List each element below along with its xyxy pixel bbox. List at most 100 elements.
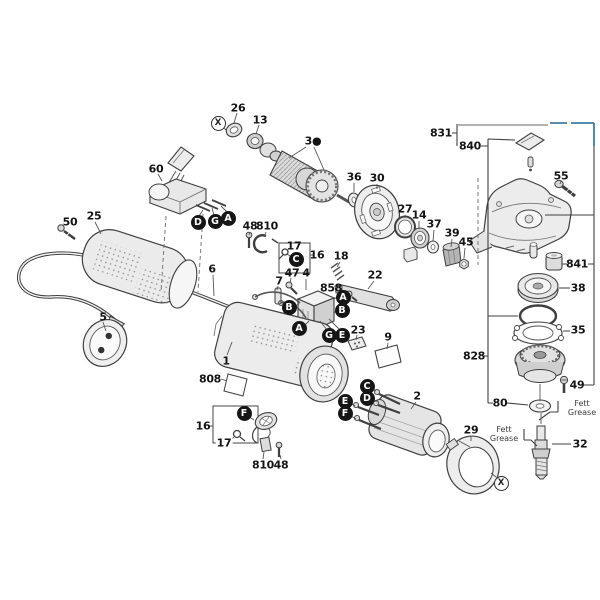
callout-letter-F: F [337,405,353,421]
switch-assembly [148,146,227,215]
part-label-1: 1 [222,354,230,368]
callout-letter-B: B [334,302,350,318]
callout-letter-D: D [359,390,375,406]
screw-49 [559,375,569,393]
dashed-lines [160,178,479,293]
part-label-47: 47 [284,266,300,280]
part-label-13: 13 [252,113,268,127]
callout-letter-E: E [334,327,350,343]
callout-letter-F: F [236,405,252,421]
part-label-27: 27 [397,202,413,216]
part-label-831: 831 [429,126,453,140]
callout-letter-A: A [335,289,351,305]
pin-under-housing [529,242,538,259]
nut-45 [459,258,469,270]
brush-clip-810-top [252,234,279,254]
part-label-17: 17 [286,239,302,253]
part-label-49: 49 [569,378,585,392]
power-plug [82,315,128,367]
bracket-lines [452,122,595,447]
bearing-cap-38 [517,272,559,304]
guard-29 [445,435,500,495]
bearing-13 [246,132,264,150]
armature [259,142,350,204]
grease-note-line: Fett [496,424,512,434]
motor-cover [81,229,198,309]
part-label-23: 23 [350,323,366,337]
callout-letter-C: C [288,251,304,267]
part-label-17: 17 [215,436,233,450]
part-label-3: 3● [304,134,322,148]
marker-circle-X: X [210,115,226,131]
part-label-9: 9 [384,330,392,344]
part-label-16: 16 [309,248,325,262]
callout-letter-G: G [321,327,337,343]
callout-letter-G: G [207,213,223,229]
grease-note-line: Grease [489,434,519,443]
part-label-808: 808 [198,372,222,386]
plate-9 [374,344,402,369]
spring-18 [330,262,345,281]
bearing-flange-828 [514,344,566,383]
sleeve-841 [545,252,563,271]
part-label-50: 50 [62,215,78,229]
screw-48-bottom [275,441,283,457]
part-label-22: 22 [367,268,383,282]
part-label-858: 858 [319,281,343,295]
callout-letter-A: A [291,320,307,336]
part-label-37: 37 [426,217,442,231]
chip-23 [347,336,367,351]
gasket-35 [512,304,564,345]
washer-37 [427,240,439,254]
marker-circle-X: X [493,475,509,491]
part-label-25: 25 [86,209,102,223]
screw-47 [285,281,298,295]
part-label-48: 48 [273,458,289,472]
part-label-7: 7 [275,274,283,288]
part-label-80: 80 [492,396,508,410]
callout-letter-D: D [190,214,206,230]
brush-holder-810-bottom [251,412,278,453]
grease-note-line: Fett [574,398,590,408]
part-label-55: 55 [553,169,569,183]
part-label-39: 39 [444,226,460,240]
part-label-810: 810 [255,219,279,233]
part-label-840: 840 [458,139,482,153]
grease-note-line: Grease [567,408,597,417]
callout-letter-B: B [281,299,297,315]
part-label-2: 2 [413,389,421,403]
part-label-60: 60 [148,162,164,176]
spindle-lock-knob [514,132,546,172]
part-label-5: 5 [99,310,107,324]
screw-50 [57,224,76,241]
part-label-810: 810 [251,458,275,472]
ring-26 [225,122,243,138]
part-label-26: 26 [230,101,246,115]
bearing-14 [403,227,430,263]
part-label-45: 45 [458,235,474,249]
spindle-32 [531,425,551,480]
fan-flange-30 [354,184,400,240]
bracket-box-16-top [278,242,311,274]
label-plate-808 [223,373,248,397]
part-label-48: 48 [242,219,258,233]
part-label-18: 18 [333,249,349,263]
callout-letter-A: A [220,210,236,226]
part-label-6: 6 [208,262,216,276]
part-label-32: 32 [572,437,588,451]
part-label-14: 14 [411,208,427,222]
part-label-29: 29 [463,423,479,437]
part-label-30: 30 [369,171,385,185]
leader-lines [94,112,562,478]
callout-letter-C: C [359,378,375,394]
part-label-16: 16 [195,419,211,433]
part-label-35: 35 [570,323,586,337]
gear-housing [468,178,572,254]
part-label-4: 4 [302,266,310,280]
callout-letter-E: E [337,393,353,409]
